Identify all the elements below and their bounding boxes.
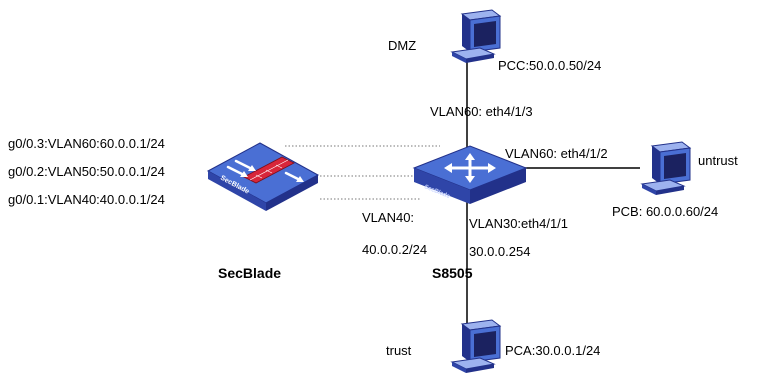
subif-vlan50-label: g0/0.2:VLAN50:50.0.0.1/24	[8, 164, 165, 179]
switch-name-label: S8505	[432, 265, 473, 281]
secblade-icon: SecBlade	[206, 142, 320, 211]
trust-pc-icon	[450, 319, 502, 373]
link-untrust-label: VLAN60: eth4/1/2	[505, 146, 608, 161]
trust-ip-label: PCA:30.0.0.1/24	[505, 343, 601, 358]
subif-vlan60-label: g0/0.3:VLAN60:60.0.0.1/24	[8, 136, 165, 151]
untrust-ip-label: PCB: 60.0.0.60/24	[612, 204, 719, 219]
subif-vlan40-label: g0/0.1:VLAN40:40.0.0.1/24	[8, 192, 165, 207]
secblade-name-label: SecBlade	[218, 265, 282, 281]
link-dmz-label: VLAN60: eth4/1/3	[430, 104, 533, 119]
dmz-label: DMZ	[388, 38, 417, 53]
untrust-label: untrust	[698, 153, 738, 168]
vlan40-ip-label: 40.0.0.2/24	[362, 242, 428, 257]
link-trust-ip-label: 30.0.0.254	[469, 244, 531, 259]
dmz-pc-icon	[450, 9, 502, 63]
dmz-ip-label: PCC:50.0.0.50/24	[498, 58, 602, 73]
switch-icon: SecBlade	[412, 145, 528, 204]
trust-label: trust	[386, 343, 412, 358]
vlan40-label: VLAN40:	[362, 210, 415, 225]
link-trust-iface-label: VLAN30:eth4/1/1	[469, 216, 569, 231]
untrust-pc-icon	[640, 141, 692, 195]
